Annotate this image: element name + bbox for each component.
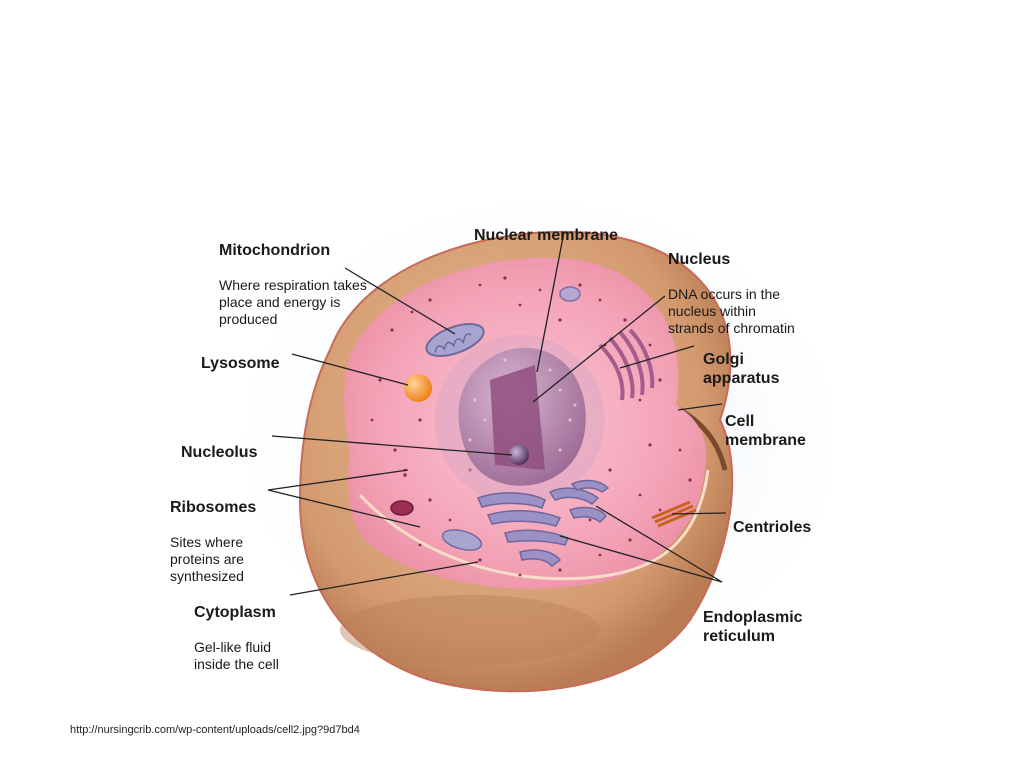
label-cytoplasm: Cytoplasm Gel-like fluid inside the cell <box>194 586 279 690</box>
cytoplasm-desc: Gel-like fluid inside the cell <box>194 639 279 672</box>
cell-membrane-title: Cell membrane <box>725 413 806 449</box>
nucleus-title: Nucleus <box>668 251 731 268</box>
golgi-title: Golgi apparatus <box>703 351 780 387</box>
ribosomes-desc: Sites where proteins are synthesized <box>170 534 244 584</box>
mitochondrion-title: Mitochondrion <box>219 242 331 259</box>
mitochondrion-desc: Where respiration takes place and energy… <box>219 277 367 327</box>
nucleus-desc: DNA occurs in the nucleus within strands… <box>668 286 795 336</box>
endoplasmic-reticulum <box>476 479 610 568</box>
label-ribosomes: Ribosomes Sites where proteins are synth… <box>170 481 256 602</box>
label-cell-membrane: Cell membrane <box>725 395 806 467</box>
mitochondrion-lower <box>441 529 483 551</box>
centrioles-title: Centrioles <box>733 519 812 536</box>
label-lysosome: Lysosome <box>201 337 280 390</box>
cut-edge <box>358 469 710 581</box>
mitochondrion-small <box>559 286 581 302</box>
ribosomes-title: Ribosomes <box>170 499 257 516</box>
body-shadow <box>340 595 600 665</box>
mitochondrion <box>425 323 485 357</box>
vesicle <box>390 500 414 516</box>
label-centrioles: Centrioles <box>733 501 811 554</box>
image-source-caption: http://nursingcrib.com/wp-content/upload… <box>70 724 360 736</box>
nuclear-membrane-title: Nuclear membrane <box>474 227 619 244</box>
label-golgi: Golgi apparatus <box>703 333 779 405</box>
nucleolus-title: Nucleolus <box>181 444 258 461</box>
label-mitochondrion: Mitochondrion Where respiration takes pl… <box>219 224 367 345</box>
lysosome <box>404 374 432 402</box>
leader-lines <box>267 231 727 596</box>
label-er: Endoplasmic reticulum <box>703 591 803 663</box>
label-nuclear-membrane: Nuclear membrane <box>474 209 618 262</box>
chromatin-cut <box>490 365 545 470</box>
nucleolus <box>509 445 529 465</box>
label-nucleolus: Nucleolus <box>181 426 257 479</box>
label-nucleus: Nucleus DNA occurs in the nucleus within… <box>668 233 795 354</box>
chromatin-speckles <box>468 358 577 452</box>
lysosome-title: Lysosome <box>201 355 280 372</box>
cytoplasm-title: Cytoplasm <box>194 604 276 621</box>
er-title: Endoplasmic reticulum <box>703 609 803 645</box>
